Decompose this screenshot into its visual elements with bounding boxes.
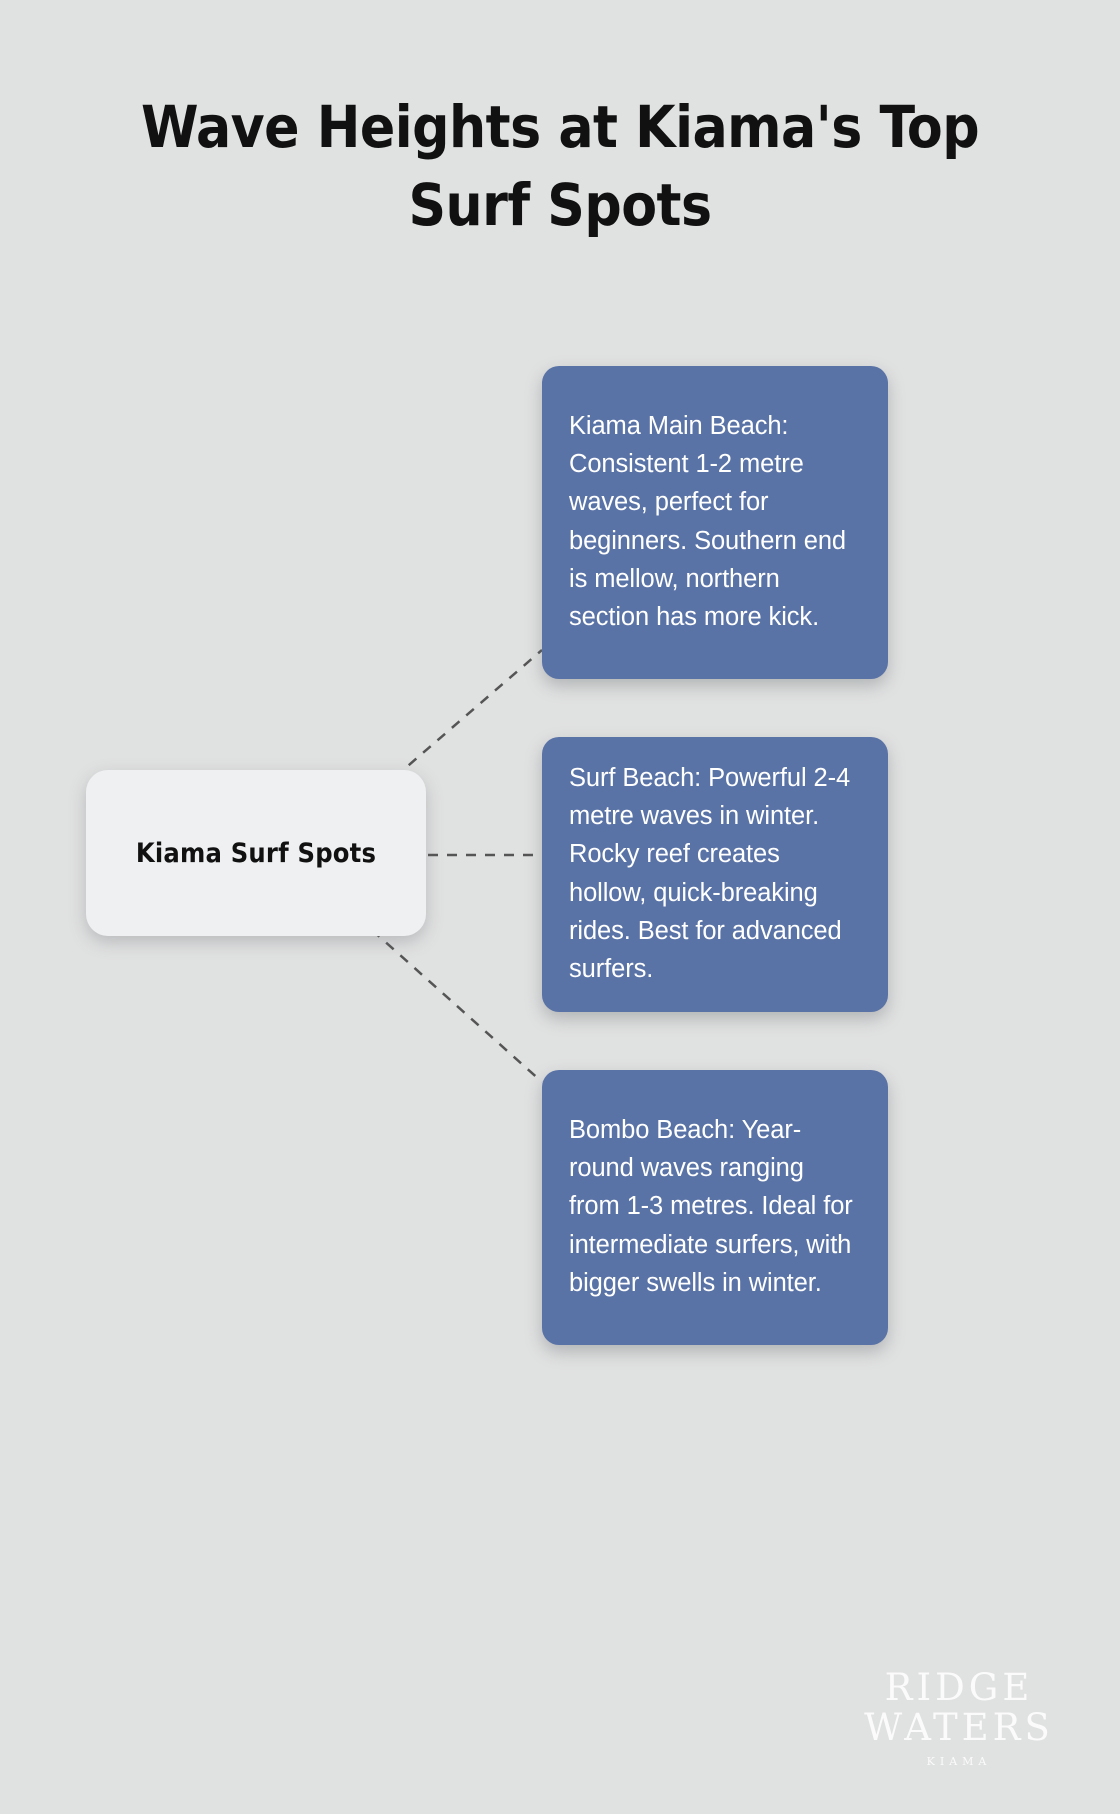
- connector-line-branch-0: [379, 649, 543, 791]
- watermark-logo: RIDGE WATERS KIAMA: [834, 1665, 1084, 1768]
- watermark-line-1: RIDGE: [884, 1665, 1034, 1709]
- page-title: Wave Heights at Kiama's Top Surf Spots: [140, 93, 980, 240]
- watermark-line-2: WATERS: [864, 1705, 1054, 1749]
- branch-card-text: Kiama Main Beach: Consistent 1-2 metre w…: [569, 411, 846, 631]
- branch-card-kiama-main-beach[interactable]: Kiama Main Beach: Consistent 1-2 metre w…: [542, 366, 888, 679]
- branch-card-text: Surf Beach: Powerful 2-4 metre waves in …: [569, 763, 851, 983]
- center-node-label: Kiama Surf Spots: [135, 837, 377, 869]
- branch-card-surf-beach[interactable]: Surf Beach: Powerful 2-4 metre waves in …: [542, 737, 888, 1012]
- branch-card-bombo-beach[interactable]: Bombo Beach: Year-round waves ranging fr…: [542, 1070, 888, 1345]
- watermark-sublabel: KIAMA: [926, 1755, 992, 1768]
- center-node[interactable]: Kiama Surf Spots: [86, 770, 426, 936]
- branch-card-text: Bombo Beach: Year-round waves ranging fr…: [569, 1115, 853, 1297]
- connector-line-branch-2: [371, 929, 543, 1083]
